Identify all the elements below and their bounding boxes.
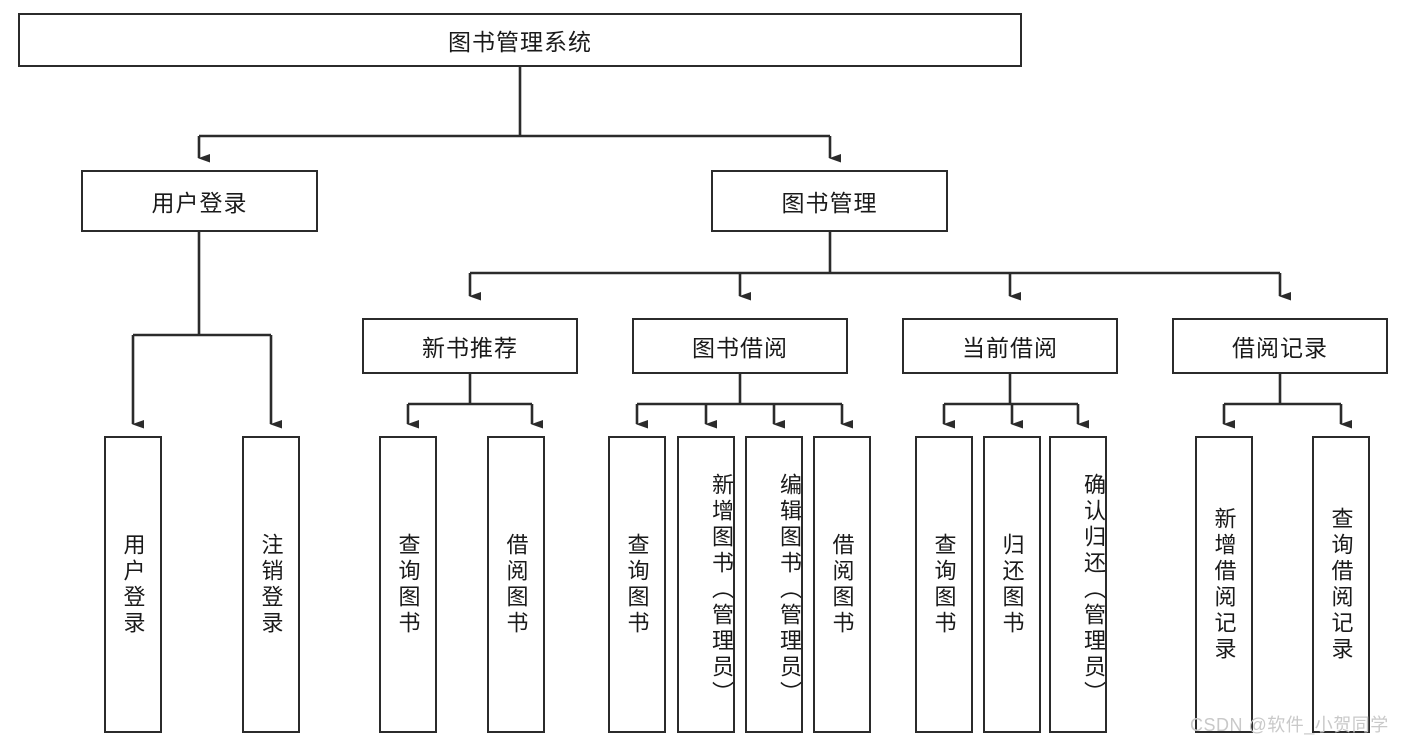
node-borrow-record[interactable]: 借阅记录 xyxy=(1172,318,1388,374)
leaf-add-book-admin[interactable]: 新增图书（管理员） xyxy=(677,436,735,733)
node-new-book-recommend[interactable]: 新书推荐 xyxy=(362,318,578,374)
node-root-book-management-system[interactable]: 图书管理系统 xyxy=(18,13,1022,67)
leaf-borrow-book-new[interactable]: 借阅图书 xyxy=(487,436,545,733)
leaf-return-book[interactable]: 归还图书 xyxy=(983,436,1041,733)
leaf-query-book-borrow[interactable]: 查询图书 xyxy=(608,436,666,733)
leaf-user-login[interactable]: 用户登录 xyxy=(104,436,162,733)
leaf-user-logout[interactable]: 注销登录 xyxy=(242,436,300,733)
leaf-query-book-new[interactable]: 查询图书 xyxy=(379,436,437,733)
leaf-borrow-book-borrow[interactable]: 借阅图书 xyxy=(813,436,871,733)
leaf-edit-book-admin[interactable]: 编辑图书（管理员） xyxy=(745,436,803,733)
node-book-management[interactable]: 图书管理 xyxy=(711,170,948,232)
node-book-borrow[interactable]: 图书借阅 xyxy=(632,318,848,374)
node-current-borrow[interactable]: 当前借阅 xyxy=(902,318,1118,374)
node-user-login[interactable]: 用户登录 xyxy=(81,170,318,232)
leaf-query-book-current[interactable]: 查询图书 xyxy=(915,436,973,733)
leaf-add-borrow-record[interactable]: 新增借阅记录 xyxy=(1195,436,1253,733)
csdn-watermark: CSDN @软件_小贺同学 xyxy=(1190,715,1389,735)
leaf-confirm-return-admin[interactable]: 确认归还（管理员） xyxy=(1049,436,1107,733)
leaf-query-borrow-record[interactable]: 查询借阅记录 xyxy=(1312,436,1370,733)
